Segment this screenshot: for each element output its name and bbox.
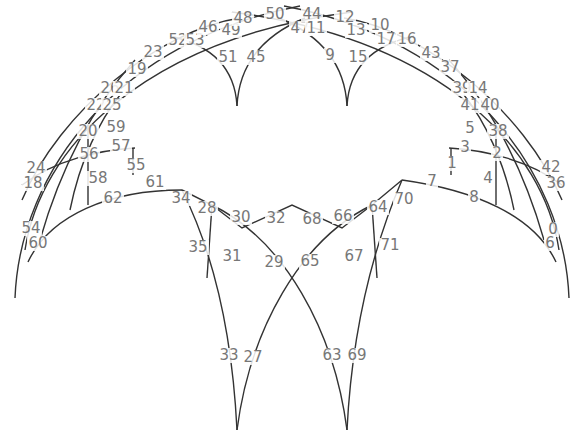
point-number: 56 xyxy=(78,147,99,162)
point-number: 20 xyxy=(77,124,98,139)
point-number: 3 xyxy=(459,140,471,155)
point-number: 61 xyxy=(144,175,165,190)
point-number: 62 xyxy=(102,191,123,206)
point-number: 27 xyxy=(242,350,263,365)
point-number: 29 xyxy=(263,255,284,270)
point-number: 42 xyxy=(540,160,561,175)
point-number: 9 xyxy=(324,48,336,63)
point-number: 0 xyxy=(547,222,559,237)
point-number: 16 xyxy=(396,32,417,47)
point-number: 37 xyxy=(439,60,460,75)
point-number: 6 xyxy=(544,236,556,251)
point-number: 43 xyxy=(420,46,441,61)
point-number: 34 xyxy=(170,191,191,206)
point-number: 2 xyxy=(491,146,503,161)
point-number: 44 xyxy=(301,7,322,22)
point-number: 15 xyxy=(347,50,368,65)
point-number: 24 xyxy=(25,161,46,176)
point-number: 53 xyxy=(184,33,205,48)
point-number: 48 xyxy=(232,11,253,26)
point-number: 11 xyxy=(305,21,326,36)
point-number: 38 xyxy=(487,124,508,139)
point-number: 45 xyxy=(245,50,266,65)
point-number: 46 xyxy=(197,20,218,35)
point-number: 17 xyxy=(375,32,396,47)
point-number: 8 xyxy=(468,190,480,205)
point-number: 64 xyxy=(367,200,388,215)
point-number: 66 xyxy=(332,209,353,224)
point-number: 58 xyxy=(87,171,108,186)
point-number: 54 xyxy=(20,221,41,236)
point-number: 41 xyxy=(459,98,480,113)
point-number: 71 xyxy=(379,238,400,253)
point-number: 40 xyxy=(479,98,500,113)
point-number: 36 xyxy=(545,176,566,191)
point-number: 7 xyxy=(426,174,438,189)
point-number: 60 xyxy=(27,236,48,251)
point-number: 13 xyxy=(345,23,366,38)
point-number: 63 xyxy=(321,348,342,363)
point-number: 67 xyxy=(343,249,364,264)
point-number: 69 xyxy=(346,348,367,363)
point-number: 51 xyxy=(217,50,238,65)
point-number: 50 xyxy=(264,7,285,22)
point-number: 23 xyxy=(142,45,163,60)
point-number: 33 xyxy=(218,348,239,363)
point-number: 25 xyxy=(101,98,122,113)
point-number: 1 xyxy=(446,156,458,171)
point-number: 68 xyxy=(301,212,322,227)
point-number: 4 xyxy=(482,171,494,186)
point-number: 59 xyxy=(105,120,126,135)
point-number: 55 xyxy=(125,158,146,173)
point-number: 65 xyxy=(299,254,320,269)
point-number: 31 xyxy=(221,249,242,264)
point-number: 5 xyxy=(464,121,476,136)
point-number: 57 xyxy=(110,139,131,154)
point-number: 70 xyxy=(393,192,414,207)
point-number: 35 xyxy=(187,240,208,255)
point-number: 32 xyxy=(265,211,286,226)
point-number: 18 xyxy=(22,176,43,191)
point-number: 30 xyxy=(230,210,251,225)
point-number: 14 xyxy=(467,81,488,96)
point-number: 21 xyxy=(113,81,134,96)
point-number: 19 xyxy=(126,62,147,77)
point-number: 10 xyxy=(369,18,390,33)
point-number: 28 xyxy=(196,201,217,216)
